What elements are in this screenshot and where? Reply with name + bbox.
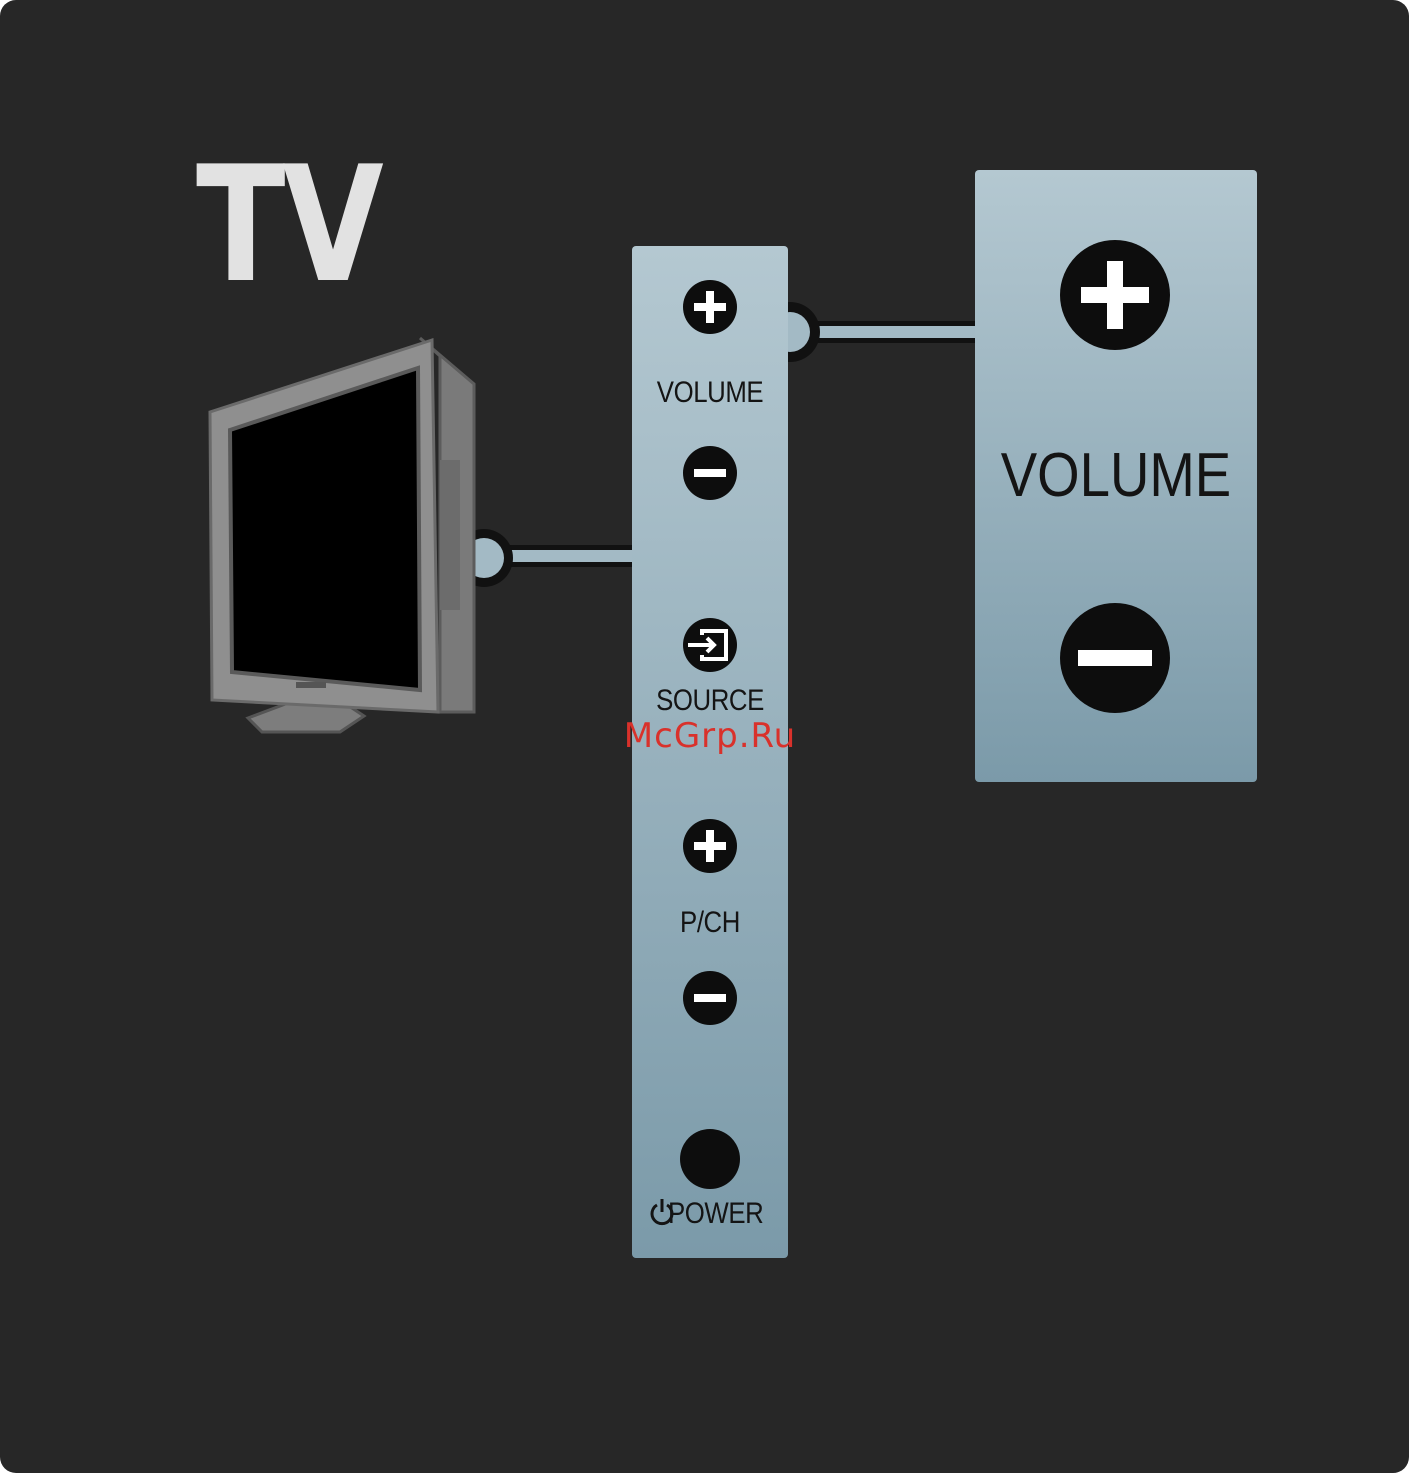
pch-minus-button[interactable] [683, 971, 737, 1025]
tv-connector-line [455, 529, 634, 587]
zoom-volume-plus-button[interactable] [1060, 240, 1170, 350]
strip-pch-label: P/CH [643, 906, 777, 940]
watermark: McGrp.Ru [610, 716, 810, 756]
zoom-volume-label: VOLUME [992, 440, 1240, 511]
pch-plus-button[interactable] [683, 819, 737, 873]
minus-icon [1078, 650, 1152, 666]
volume-connector-line [760, 302, 976, 362]
power-button[interactable] [680, 1129, 740, 1189]
strip-power-label: POWER [668, 1197, 763, 1231]
volume-minus-button[interactable] [683, 446, 737, 500]
zoom-volume-minus-button[interactable] [1060, 603, 1170, 713]
strip-source-label: SOURCE [643, 684, 777, 718]
tv-icon [210, 338, 474, 732]
source-button[interactable] [683, 618, 737, 672]
minus-icon [694, 469, 726, 477]
volume-plus-button[interactable] [683, 280, 737, 334]
minus-icon [694, 994, 726, 1002]
strip-volume-label: VOLUME [643, 376, 777, 410]
